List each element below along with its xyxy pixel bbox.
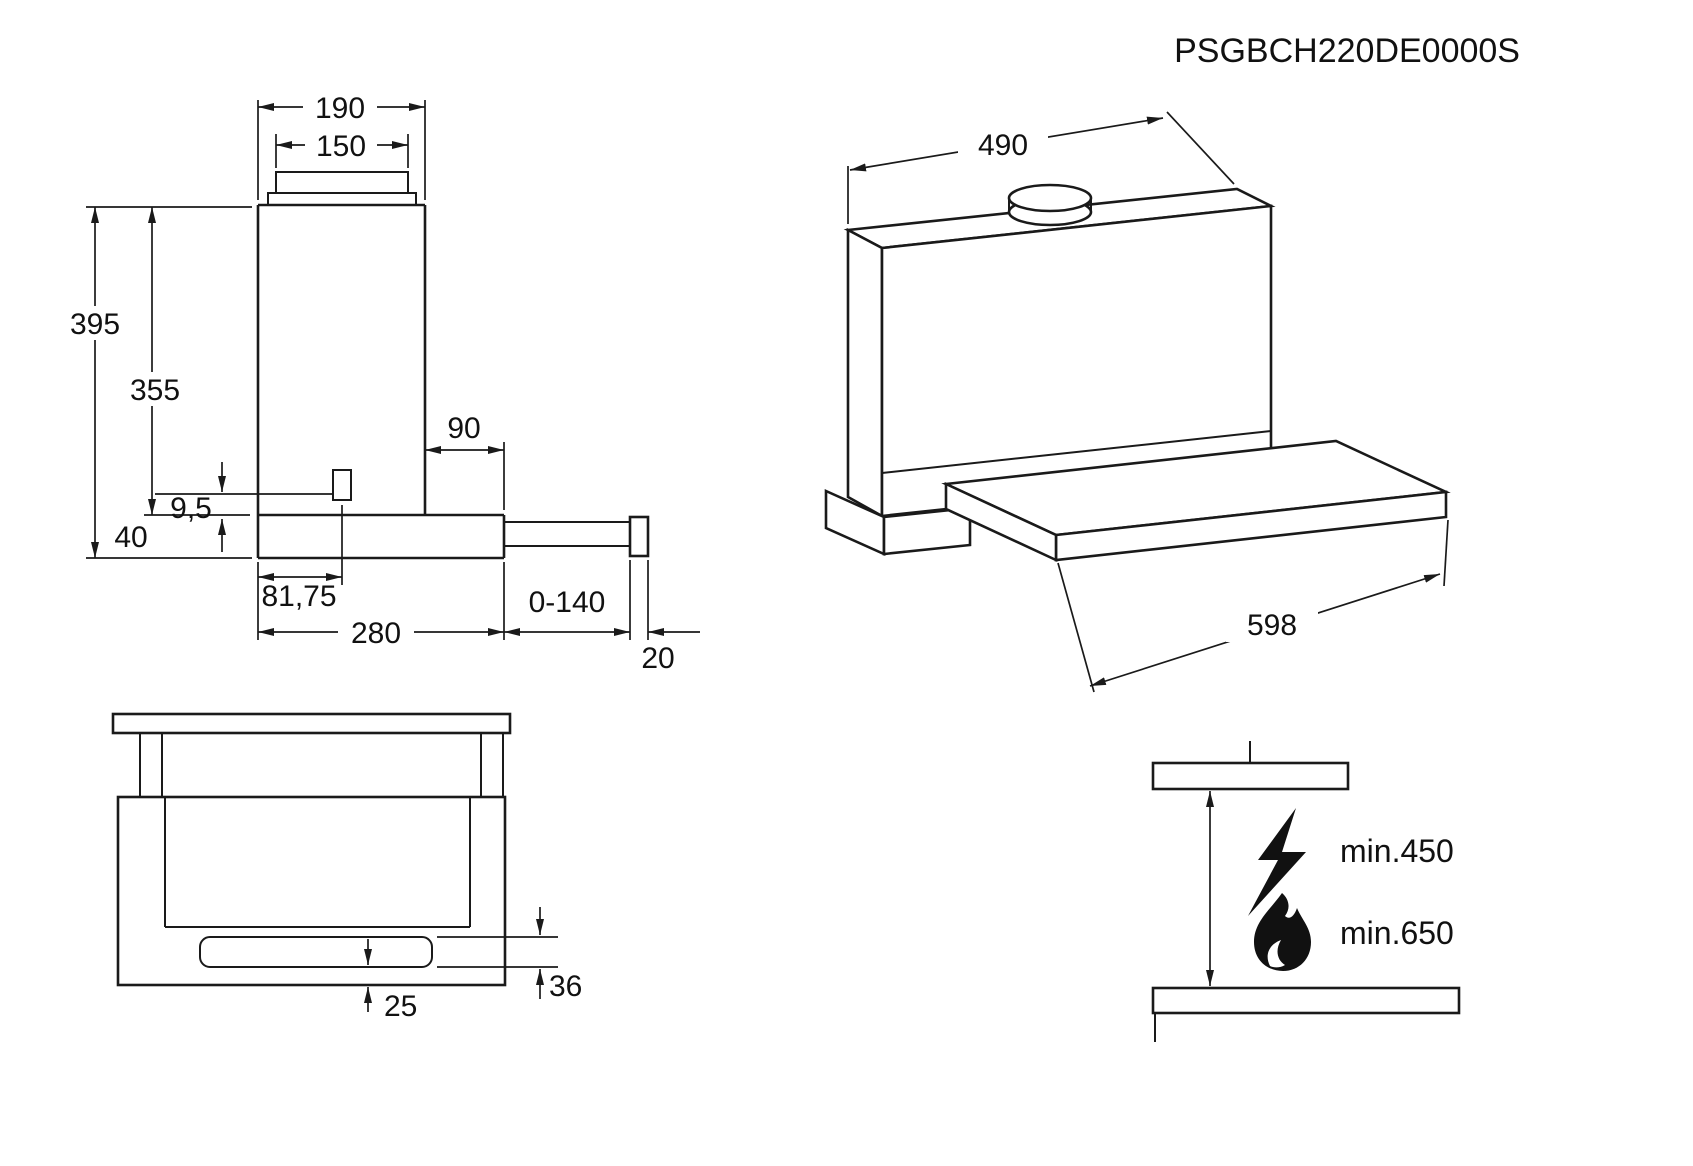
dim-label-355: 355 — [130, 374, 180, 407]
gas-clearance-label: min.650 — [1340, 915, 1454, 951]
extension-line — [1166, 111, 1235, 185]
dim-depth: 490 — [847, 111, 1235, 224]
dim-label-81-75: 81,75 — [261, 580, 336, 613]
handle-panel — [199, 936, 433, 968]
base-and-visor — [824, 439, 1451, 563]
extension-line — [1057, 562, 1095, 693]
dim-label-40: 40 — [114, 521, 147, 554]
extension-line — [1443, 519, 1449, 587]
label-background — [64, 306, 126, 340]
dim-label-598: 598 — [1247, 609, 1297, 642]
dim-cutout-center: 81,75 — [257, 505, 343, 640]
dim-label-20: 20 — [641, 642, 674, 675]
dim-duct-width: 150 — [275, 130, 409, 168]
canopy-outline — [256, 469, 506, 560]
body-left-face — [846, 227, 884, 519]
duct-spigot — [1007, 183, 1093, 227]
chimney-outline — [256, 203, 427, 515]
label-background — [338, 616, 414, 648]
telescopic-rail — [504, 515, 650, 558]
dim-front-strip: 20 — [641, 560, 700, 675]
top-mounting-plate — [111, 712, 512, 735]
base-front-face — [882, 506, 972, 556]
dim-pullout-travel: 0-140 — [504, 560, 631, 640]
drawing-code: PSGBCH220DE0000S — [1174, 32, 1520, 70]
hood-body-front — [116, 795, 507, 987]
visor-left-face — [944, 481, 1058, 563]
cooktop-bar — [1151, 986, 1461, 1015]
dim-total-height: 395 — [64, 206, 252, 559]
duct-flange-outline — [267, 171, 417, 206]
dim-canopy-depth: 280 — [258, 562, 505, 650]
dim-label-90: 90 — [447, 412, 480, 445]
dim-upper-height: 355 — [124, 207, 250, 516]
duct-lip — [267, 192, 417, 206]
dim-label-25: 25 — [384, 990, 417, 1023]
label-background — [303, 92, 377, 122]
lightning-icon — [1248, 808, 1306, 916]
dim-label-490: 490 — [978, 129, 1028, 162]
hood-underside-bar — [1151, 761, 1350, 791]
dim-width: 598 — [1057, 519, 1449, 693]
front-view: 36 25 — [111, 712, 582, 1023]
dim-label-36: 36 — [549, 970, 582, 1003]
label-background — [958, 126, 1048, 162]
spigot-top-ellipse — [1007, 183, 1093, 213]
clearance-outline — [1151, 741, 1461, 1042]
dim-label-0-140: 0-140 — [529, 586, 606, 619]
dim-top-clearance: 90 — [425, 412, 505, 510]
label-background — [1226, 606, 1318, 642]
dim-label-190: 190 — [315, 92, 365, 125]
flame-icon — [1254, 893, 1311, 971]
side-section-view: 190 150 395 355 90 — [64, 92, 700, 675]
front-outline — [111, 712, 512, 987]
duct-collar — [275, 171, 409, 194]
label-background — [124, 372, 186, 406]
front-strip — [628, 515, 650, 558]
front-panel-seam — [881, 430, 1272, 474]
dim-bottom-inset: 25 — [364, 939, 417, 1023]
isometric-view: 490 598 — [824, 111, 1451, 693]
dim-cutout-offset: 9,5 — [155, 462, 333, 525]
dim-chimney-width: 190 — [257, 92, 426, 200]
dim-label-9-5: 9,5 — [170, 492, 212, 525]
switch-cutout — [332, 469, 352, 501]
dim-label-150: 150 — [316, 130, 366, 163]
label-background — [305, 130, 377, 160]
electric-clearance-label: min.450 — [1340, 833, 1454, 869]
dim-canopy-height: 40 — [114, 519, 226, 554]
dim-label-395: 395 — [70, 308, 120, 341]
dim-panel-height: 36 — [437, 907, 582, 1003]
clearance-view: min.450 min.650 — [1151, 741, 1461, 1042]
dim-label-280: 280 — [351, 617, 401, 650]
